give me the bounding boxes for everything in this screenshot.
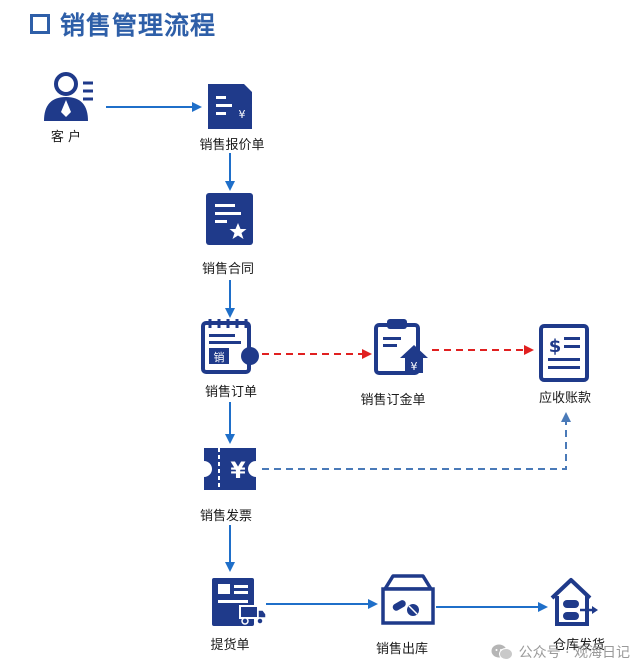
- label-customer: 客 户: [50, 130, 82, 145]
- customer-icon: [44, 72, 93, 121]
- delivery-note-icon: [212, 578, 267, 626]
- sales-order-icon: [201, 319, 259, 374]
- label-contract: 销售合同: [201, 262, 255, 277]
- deposit-icon: ¥: [374, 319, 428, 375]
- page-title: 销售管理流程: [30, 6, 216, 42]
- wechat-icon: [491, 644, 513, 660]
- svg-text:$: $: [549, 336, 562, 357]
- label-invoice: 销售发票: [199, 509, 253, 524]
- label-warehouse: 仓库发货: [552, 638, 606, 653]
- label-deposit: 销售订金单: [360, 393, 426, 408]
- contract-icon: [206, 193, 253, 245]
- label-receivable: 应收账款: [538, 391, 592, 406]
- svg-text:¥: ¥: [411, 360, 418, 373]
- svg-text:¥: ¥: [230, 459, 246, 484]
- label-quote: 销售报价单: [199, 138, 265, 153]
- arrow-invoice-to-receivable: [262, 412, 571, 470]
- label-order: 销售订单: [204, 385, 258, 400]
- warehouse-icon: [550, 578, 598, 626]
- receivable-icon: $: [539, 324, 589, 382]
- title-text: 销售管理流程: [60, 11, 217, 40]
- label-outbound: 销售出库: [375, 642, 429, 657]
- svg-text:¥: ¥: [239, 108, 246, 121]
- invoice-icon: ¥: [204, 448, 256, 490]
- watermark: 公众号 · 观海日记: [491, 642, 630, 662]
- title-square-icon: [30, 14, 50, 34]
- watermark-text: 公众号 · 观海日记: [518, 645, 630, 661]
- order-badge-text: 销: [214, 350, 225, 364]
- label-delivery-note: 提货单: [210, 638, 250, 653]
- quote-sheet-icon: ¥: [208, 84, 252, 129]
- outbound-box-icon: [381, 574, 435, 625]
